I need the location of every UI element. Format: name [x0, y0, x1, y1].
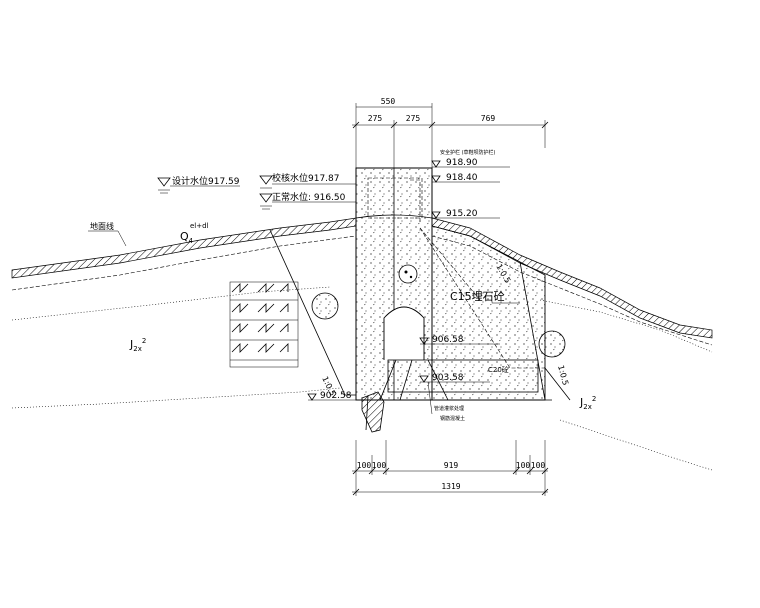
- design-water-level: 设计水位917.59: [172, 175, 240, 187]
- check-water-level: 校核水位917.87: [272, 172, 340, 184]
- dim-bottom-mid: 919: [444, 461, 459, 470]
- c15-label: C15埋石砼: [450, 290, 505, 303]
- left-riprap-block: [229, 281, 299, 368]
- elevation-tags: 安全护栏 (草鞋坝防护栏) 918.90 918.40 915.20 906.5…: [307, 149, 510, 401]
- elev-915-20: 915.20: [446, 209, 478, 219]
- dim-bottom-r2: 100: [531, 461, 546, 470]
- slope-right-label: 1:0.5: [556, 364, 570, 386]
- pipe-note-2: 钢筋混凝土: [440, 415, 465, 422]
- dim-bottom-l2: 100: [372, 461, 387, 470]
- elev-918-40: 918.40: [446, 173, 478, 183]
- j-left-label: J: [129, 338, 133, 351]
- svg-text:Q4: Q4: [180, 230, 194, 245]
- dim-bottom-total: 1319: [441, 482, 460, 491]
- top-note: 安全护栏 (草鞋坝防护栏): [440, 149, 496, 156]
- elev-903-58: 903.58: [432, 373, 464, 383]
- dim-top-ext: 769: [481, 114, 496, 123]
- left-trench: 1:0.5: [269, 229, 356, 397]
- geology-labels: Q4 el+dl J2x2 J2x2: [129, 222, 596, 411]
- pipe-note: 管道灌浆处理: [434, 405, 464, 412]
- q4-sup-label: el+dl: [190, 222, 209, 230]
- elev-902-58: 902.58: [320, 391, 352, 401]
- dim-top-right: 275: [406, 114, 421, 123]
- j-right-label: J: [579, 396, 583, 409]
- elev-918-90: 918.90: [446, 158, 478, 168]
- bottom-dimension: 100 100 919 100 100 1319: [352, 440, 549, 496]
- ground-line-label: 地面线: [90, 221, 114, 231]
- svg-text:J2x2: J2x2: [579, 395, 596, 411]
- normal-water-level: 正常水位: 916.50: [272, 191, 346, 203]
- dam-body: [355, 167, 571, 433]
- top-dimension: 550 275 275 769: [352, 97, 549, 168]
- dim-bottom-l1: 100: [357, 461, 372, 470]
- water-level-markers: 设计水位917.59 校核水位917.87 正常水位: 916.50: [157, 172, 356, 210]
- q4-label: Q: [180, 230, 189, 243]
- dim-top-left: 275: [368, 114, 383, 123]
- dim-top-total: 550: [381, 97, 396, 106]
- dim-bottom-r1: 100: [516, 461, 531, 470]
- c20-label: C20砼: [488, 365, 509, 374]
- elev-906-58: 906.58: [432, 335, 464, 345]
- svg-text:J2x2: J2x2: [129, 337, 146, 353]
